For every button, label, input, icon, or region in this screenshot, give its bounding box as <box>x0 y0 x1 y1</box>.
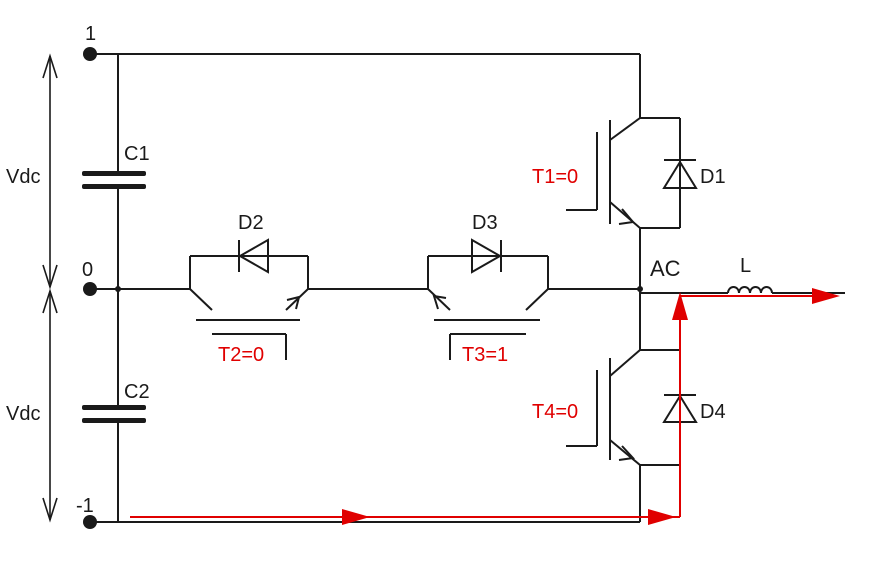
current-path <box>130 295 816 518</box>
diode-d1-label: D1 <box>700 166 726 188</box>
diode-d1-symbol <box>662 159 698 189</box>
diode-d3-symbol <box>471 238 503 274</box>
current-arrow <box>812 288 840 304</box>
t3-state-label: T3=1 <box>462 344 508 366</box>
terminal-negative <box>83 515 97 529</box>
diode-d4-label: D4 <box>700 401 726 423</box>
diode-d2-label: D2 <box>238 212 264 234</box>
junction-dot <box>637 286 643 292</box>
inductor-label: L <box>740 255 751 277</box>
t1-state-label: T1=0 <box>532 166 578 188</box>
terminal-nodes <box>83 47 643 529</box>
terminal-positive <box>83 47 97 61</box>
current-arrow <box>672 292 688 320</box>
diode-d2-symbol <box>237 238 269 274</box>
vdc-top-label: Vdc <box>6 166 40 188</box>
capacitor-c1-symbol <box>82 171 146 189</box>
terminal-neutral <box>83 282 97 296</box>
igbt-t2 <box>189 255 309 360</box>
igbt-t4 <box>566 349 681 466</box>
junction-dot <box>115 286 121 292</box>
diode-d3-label: D3 <box>472 212 498 234</box>
capacitor-c1-label: C1 <box>124 143 150 165</box>
current-arrow <box>342 509 370 525</box>
node-label-negative: -1 <box>76 495 94 517</box>
vdc-arrows <box>42 53 58 523</box>
wiring <box>90 53 845 523</box>
vdc-bottom-label: Vdc <box>6 403 40 425</box>
current-arrows <box>342 288 840 525</box>
capacitor-c2-label: C2 <box>124 381 150 403</box>
capacitor-c2-symbol <box>82 405 146 423</box>
node-label-neutral: 0 <box>82 259 93 281</box>
t2-state-label: T2=0 <box>218 344 264 366</box>
igbt-t1 <box>566 117 681 229</box>
igbt-t3 <box>427 255 549 360</box>
node-label-positive: 1 <box>85 23 96 45</box>
ac-node-label: AC <box>650 256 681 281</box>
current-arrow <box>648 509 676 525</box>
t4-state-label: T4=0 <box>532 401 578 423</box>
inductor-symbol <box>727 286 773 294</box>
